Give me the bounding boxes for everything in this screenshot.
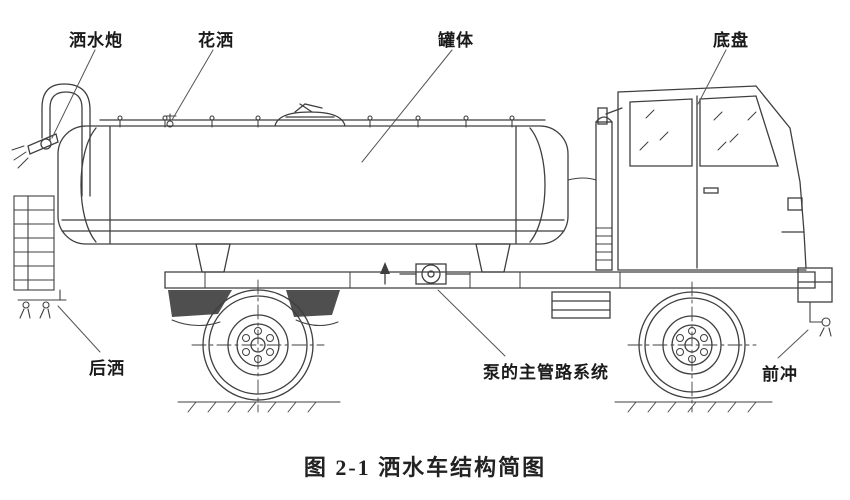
mudguards [168,290,340,317]
leader-lines [51,49,809,359]
label-front-flush: 前冲 [762,365,798,384]
front-wheel [627,281,757,413]
label-sprinkler-head: 花洒 [198,31,234,50]
rear-platform [13,195,55,291]
label-tank-body: 罐体 [438,31,474,50]
pump-drawing [380,262,471,285]
figure-caption: 图 2-1 洒水车结构简图 [303,455,547,480]
leaf-springs [171,319,339,326]
manhole [274,103,346,127]
label-water-cannon: 洒水炮 [69,31,123,50]
front-flush-drawing [809,301,832,337]
water-cannon-drawing [11,83,91,197]
rear-spray-drawing [17,289,67,319]
ground-line [177,401,773,413]
label-pump-pipeline: 泵的主管路系统 [483,363,609,382]
label-rear-spray: 后洒 [89,359,125,378]
chassis-frame [164,243,816,319]
rear-wheel [191,279,325,413]
cab-drawing [567,85,833,303]
label-chassis: 底盘 [713,31,749,50]
tank-body-drawing [57,103,569,245]
